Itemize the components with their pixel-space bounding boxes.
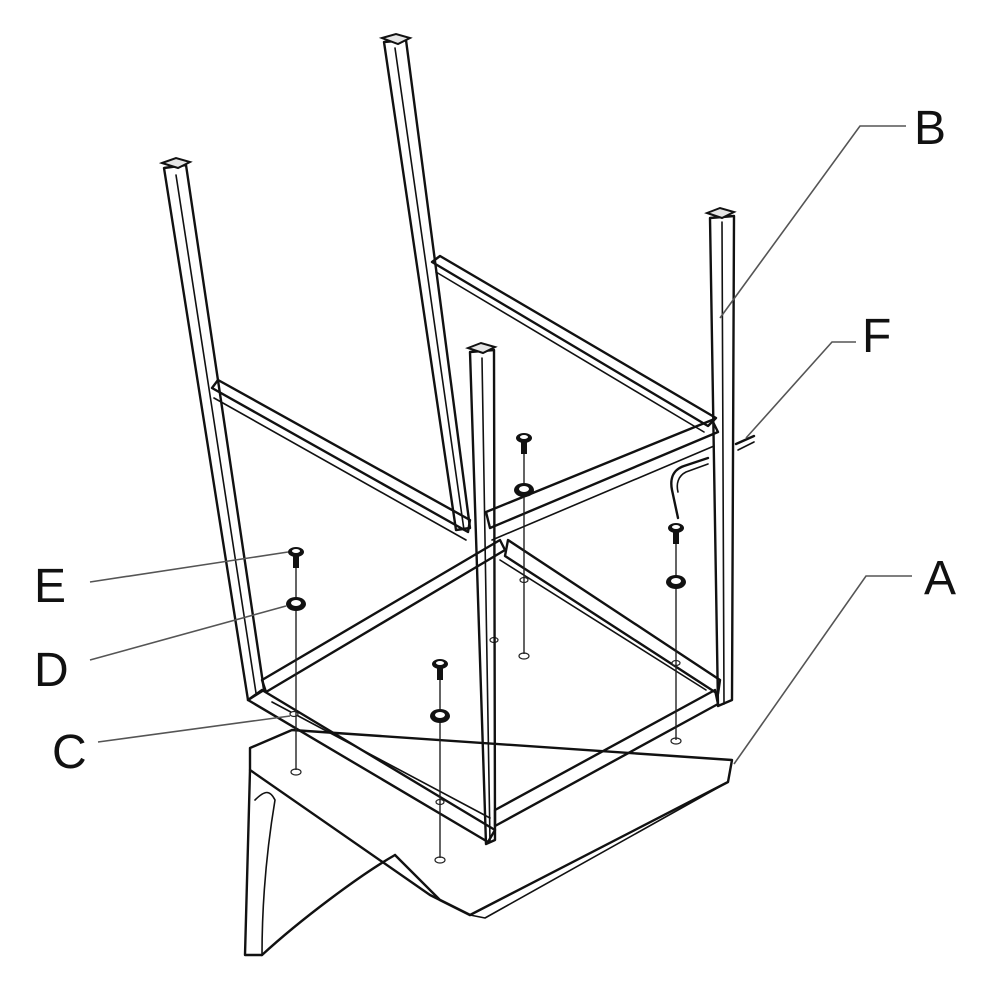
- leader-f: [745, 341, 856, 439]
- washer-icon: [514, 483, 534, 497]
- leg-front-right: [704, 206, 737, 708]
- leader-b: [719, 125, 906, 319]
- washer-icon: [286, 597, 306, 611]
- hex-key: [670, 434, 756, 520]
- leader-d: [89, 605, 287, 661]
- callout-labels: A B C D E F: [34, 102, 956, 779]
- hardware-stack-back: [514, 433, 534, 654]
- leg-cap: [158, 156, 193, 170]
- leg-back-left: [158, 156, 266, 702]
- bolt-icon: [516, 433, 532, 454]
- callout-c: C: [52, 726, 87, 779]
- hardware-stack-front: [430, 659, 450, 858]
- callout-f: F: [862, 310, 891, 363]
- bolt-icon: [288, 547, 304, 568]
- callout-b: B: [914, 102, 946, 155]
- leader-lines: [89, 125, 912, 765]
- leg-back-right: [378, 32, 472, 532]
- leader-e: [89, 551, 289, 583]
- frame-hole: [289, 710, 299, 718]
- hardware-stack-right: [666, 523, 686, 740]
- leader-c: [97, 715, 291, 743]
- hardware-stack-left: [286, 547, 306, 770]
- washer-icon: [666, 575, 686, 589]
- leader-a: [733, 575, 912, 765]
- bolt-icon: [668, 523, 684, 544]
- leg-cap: [704, 206, 737, 220]
- callout-e: E: [34, 560, 66, 613]
- callout-a: A: [924, 552, 956, 605]
- callout-d: D: [34, 644, 69, 697]
- washer-icon: [430, 709, 450, 723]
- bolt-icon: [432, 659, 448, 680]
- leg-front-center: [465, 341, 498, 846]
- seat-panel: [243, 652, 734, 957]
- leg-cap: [465, 341, 498, 355]
- leg-cap: [378, 32, 413, 46]
